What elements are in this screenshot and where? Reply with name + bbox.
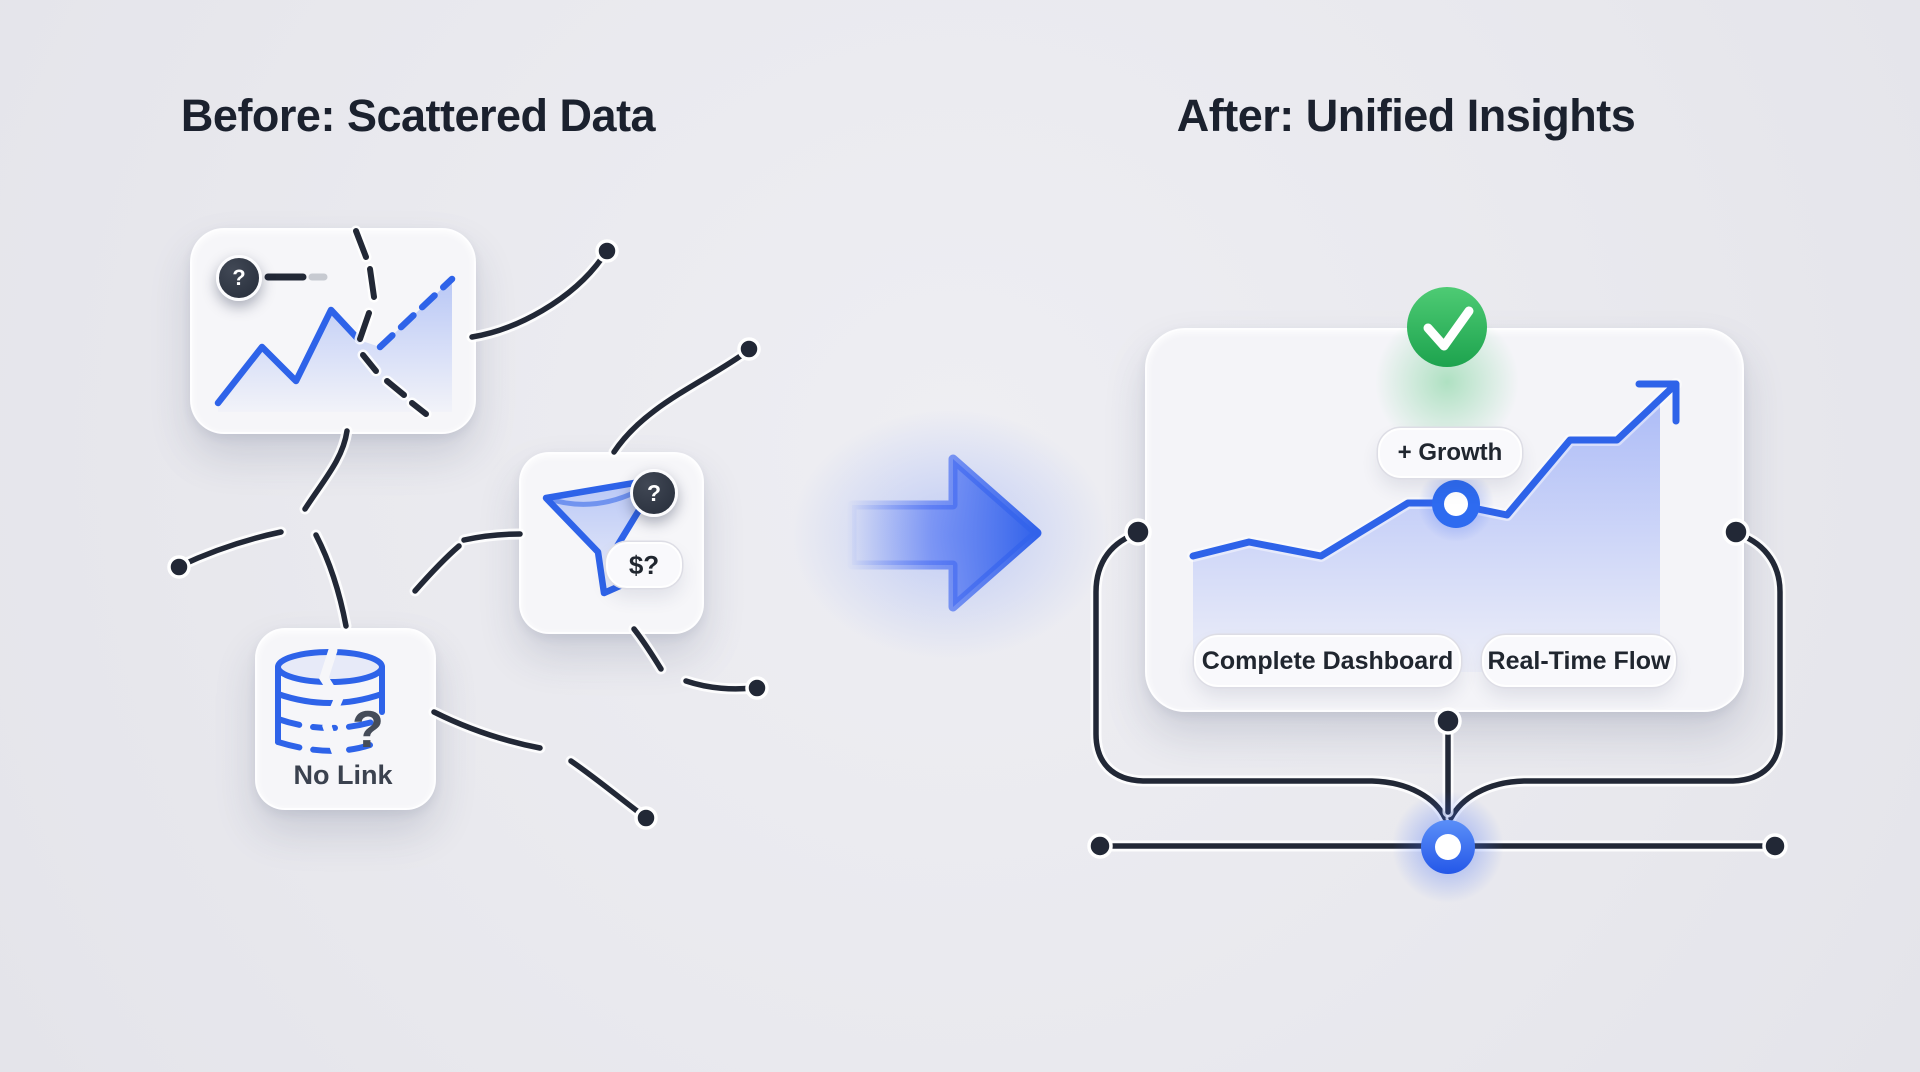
complete-dashboard-button[interactable]: Complete Dashboard [1194,635,1461,687]
funnel-card [519,452,704,634]
node-dot [634,806,658,830]
before-title: Before: Scattered Data [180,90,656,141]
connector-line [177,529,284,569]
price-question-tag: $? [606,542,682,588]
node-dot [167,555,191,579]
no-link-label: No Link [293,760,393,790]
real-time-flow-button[interactable]: Real-Time Flow [1482,635,1676,687]
connector-line [469,255,605,340]
node-dot [737,337,761,361]
connector-line [431,709,644,817]
transition-arrow-icon [790,410,1110,660]
database-question-mark: ? [352,701,384,759]
node-dot [1434,707,1462,735]
question-badge-icon: ? [630,469,678,517]
node-dot [1762,833,1788,859]
after-title: After: Unified Insights [1176,90,1636,141]
growth-badge: + Growth [1378,428,1522,478]
node-dot [745,676,769,700]
node-dot [1087,833,1113,859]
connector-line [412,531,523,594]
connector-line [631,626,755,692]
connector-line [302,428,350,629]
question-badge-icon: ? [216,255,262,301]
connector-line [611,347,752,455]
node-dot [595,239,619,263]
hub-node [1421,820,1475,874]
